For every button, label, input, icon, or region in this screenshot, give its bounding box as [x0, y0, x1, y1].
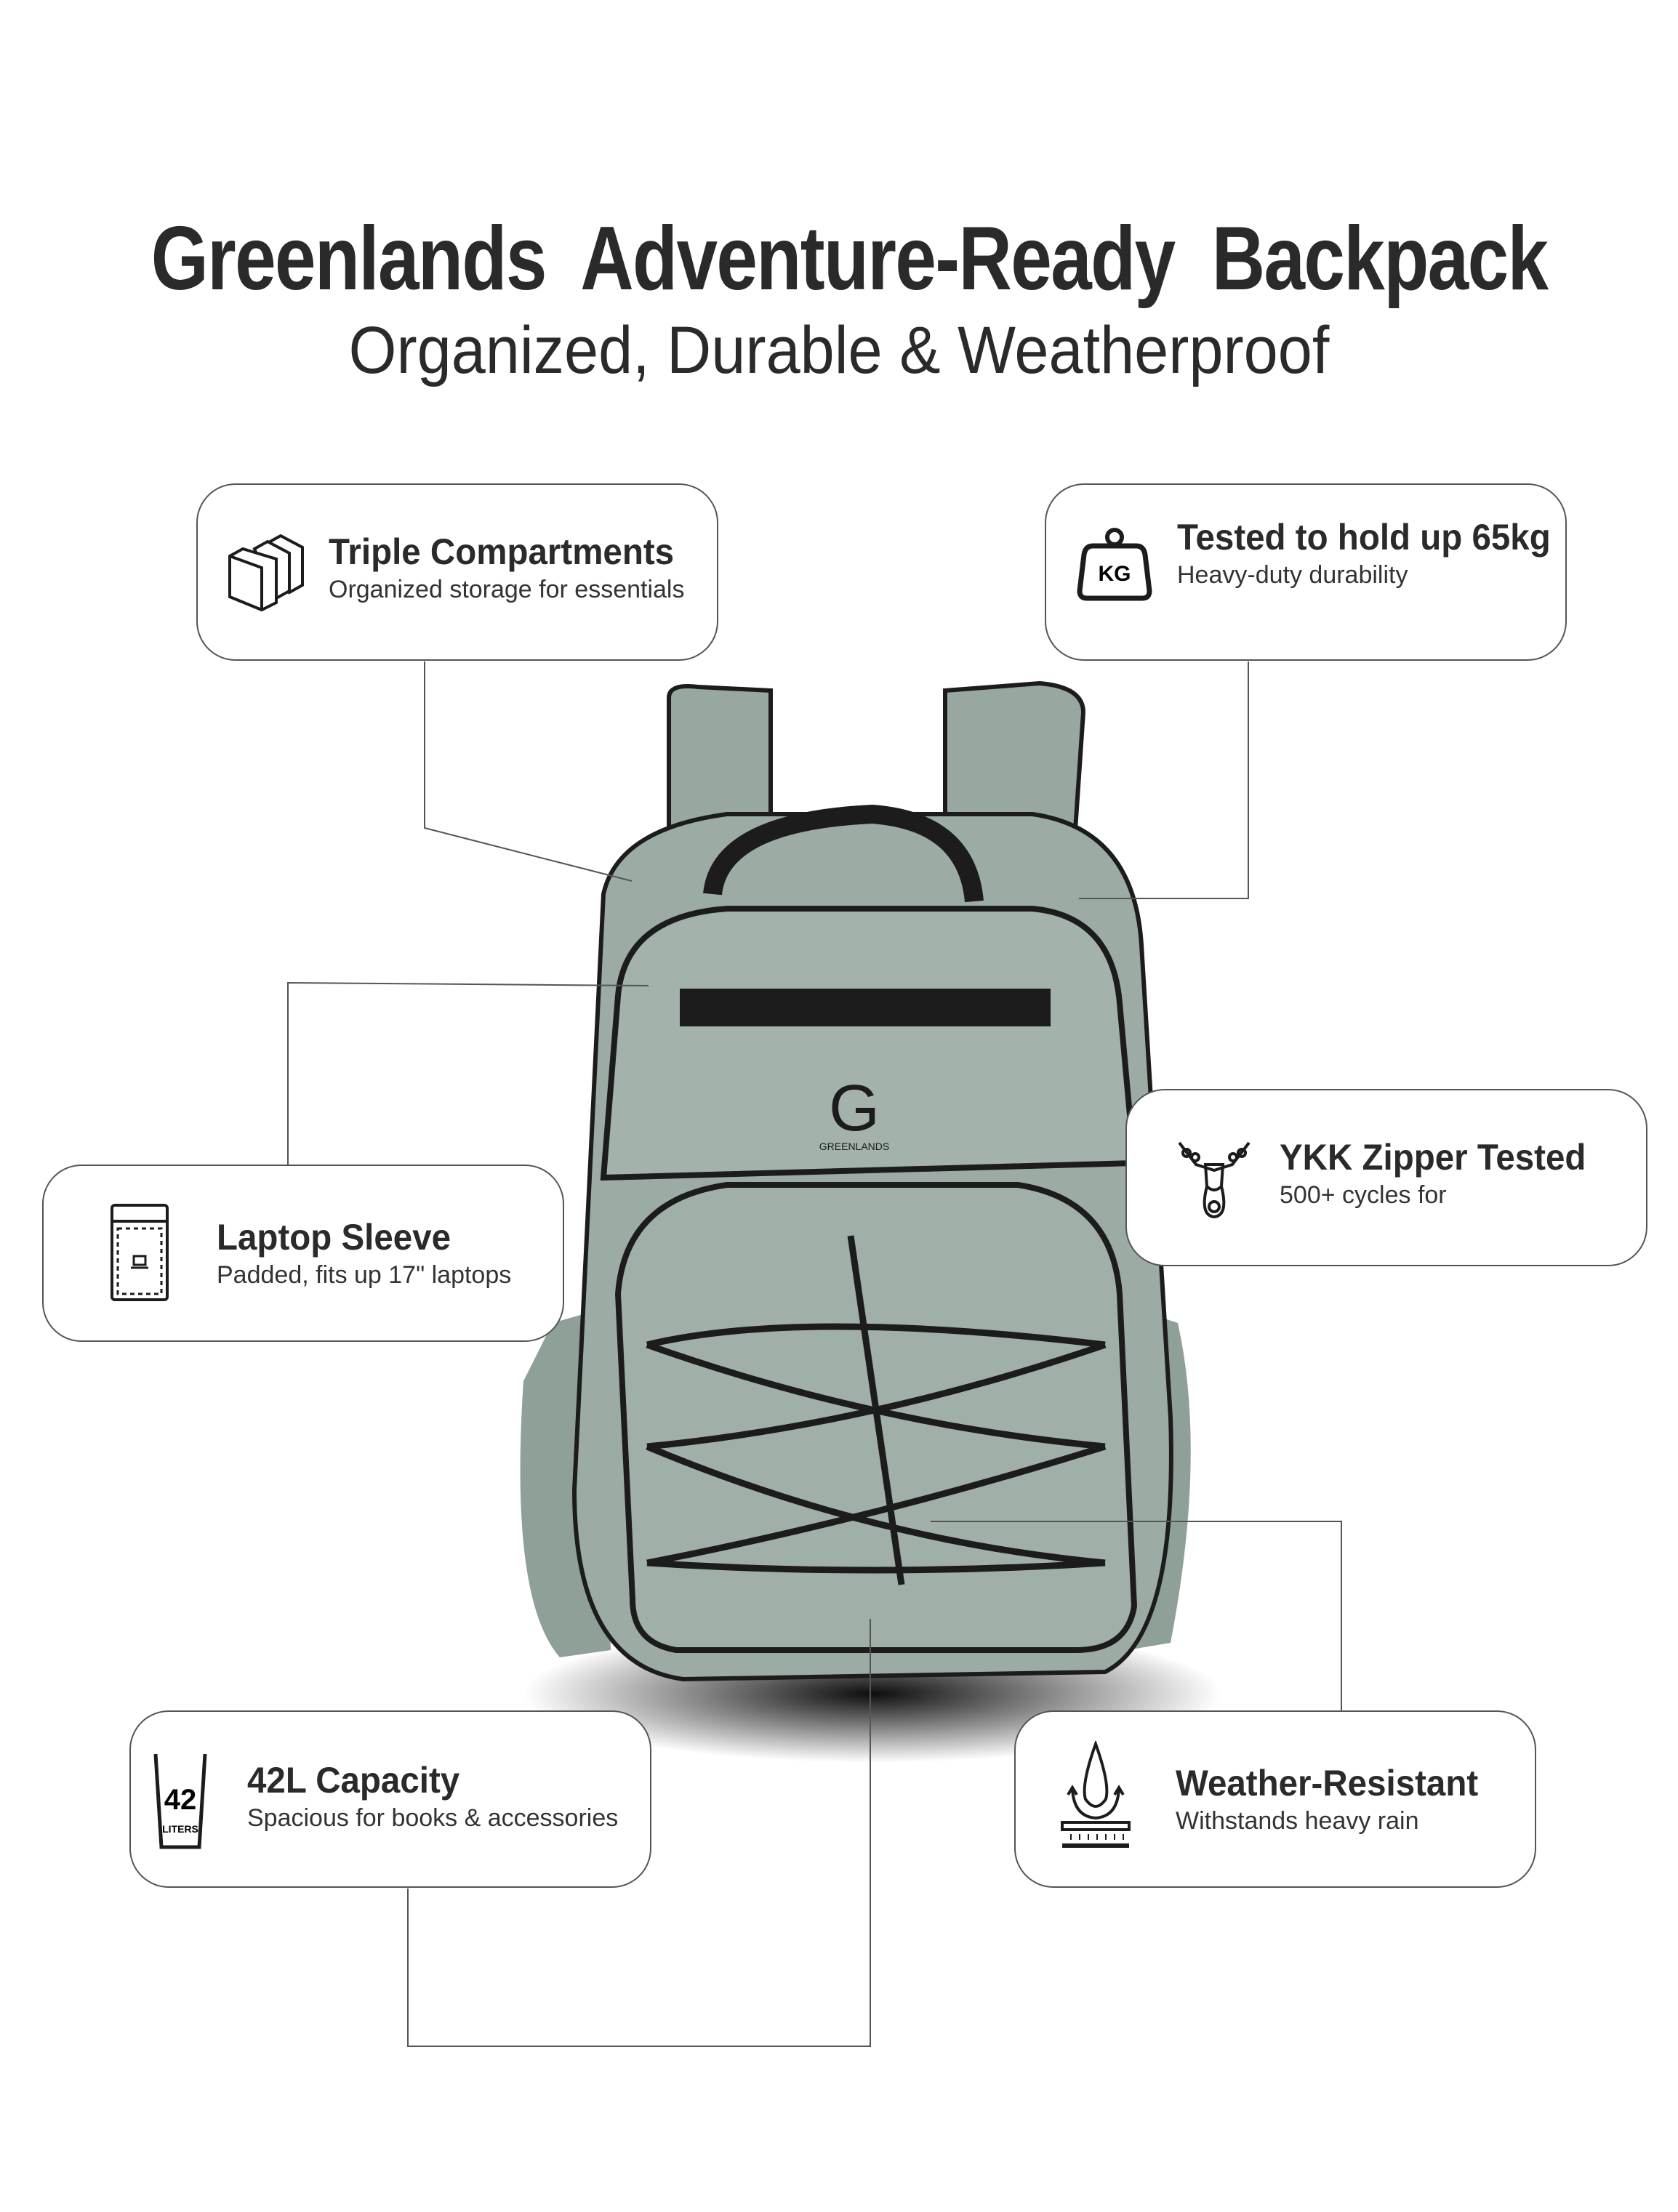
kg-weight-icon: KG	[1077, 528, 1152, 601]
feature-card-weather-resistant: Weather-Resistant Withstands heavy rain	[1014, 1710, 1536, 1888]
feature-title: Weather-Resistant	[1176, 1763, 1479, 1803]
svg-text:42: 42	[164, 1784, 197, 1816]
boxes-icon	[228, 534, 304, 612]
brand-logo-text: GREENLANDS	[819, 1141, 889, 1152]
feature-card-laptop-sleeve: Laptop Sleeve Padded, fits up 17" laptop…	[42, 1165, 564, 1342]
feature-card-capacity: 42 LITERS 42L Capacity Spacious for book…	[129, 1710, 651, 1888]
brand-logo: G	[829, 1072, 880, 1145]
feature-title: Laptop Sleeve	[217, 1217, 451, 1258]
feature-subtitle: Padded, fits up 17" laptops	[217, 1261, 512, 1289]
feature-subtitle: Withstands heavy rain	[1176, 1807, 1419, 1835]
laptop-sleeve-icon	[111, 1204, 169, 1301]
feature-title: YKK Zipper Tested	[1280, 1137, 1586, 1178]
water-drop-icon	[1061, 1741, 1131, 1848]
feature-subtitle: 500+ cycles for	[1280, 1181, 1447, 1209]
page-subtitle: Organized, Durable & Weatherproof	[348, 313, 1330, 387]
feature-card-ykk-zipper: YKK Zipper Tested 500+ cycles for	[1125, 1089, 1647, 1266]
feature-title: Tested to hold up 65kg	[1177, 517, 1551, 558]
svg-text:KG: KG	[1099, 562, 1131, 586]
svg-text:LITERS: LITERS	[162, 1823, 198, 1835]
liters-container-icon: 42 LITERS	[153, 1753, 207, 1849]
feature-subtitle: Heavy-duty durability	[1177, 561, 1408, 589]
page-title: Greenlands Adventure-Ready Backpack	[150, 209, 1549, 309]
feature-card-triple-compartments: Triple Compartments Organized storage fo…	[196, 483, 718, 661]
feature-title: Triple Compartments	[329, 531, 675, 572]
zipper-icon	[1178, 1141, 1251, 1219]
feature-card-weight-tested: KG Tested to hold up 65kg Heavy-duty dur…	[1045, 483, 1567, 661]
feature-title: 42L Capacity	[247, 1760, 460, 1801]
feature-subtitle: Spacious for books & accessories	[247, 1804, 619, 1832]
feature-subtitle: Organized storage for essentials	[329, 576, 685, 603]
